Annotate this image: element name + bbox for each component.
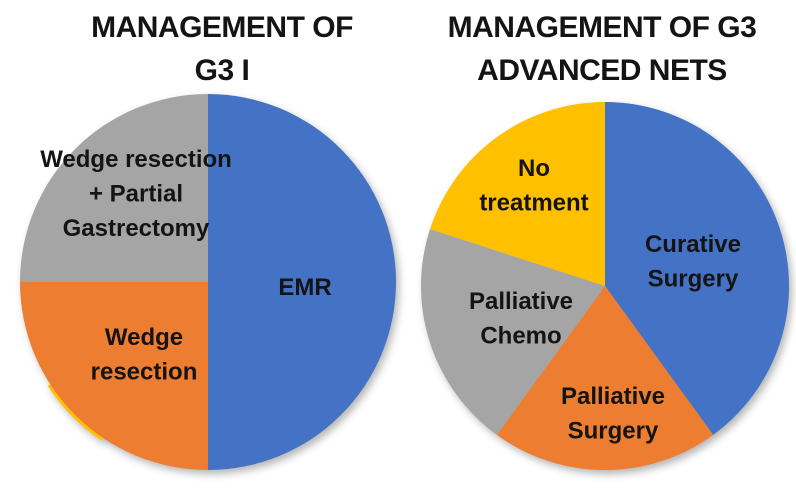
pie-slice-wedge-resection xyxy=(20,282,208,470)
left-chart-title-line-2: G3 I xyxy=(194,54,250,87)
pie-slice-no-treatment xyxy=(430,101,605,287)
right-chart-title: MANAGEMENT OF G3 ADVANCED NETS xyxy=(407,6,796,92)
right-chart-title-line-1: MANAGEMENT OF G3 xyxy=(447,11,757,44)
pie-slice-emr xyxy=(208,94,396,470)
slice-label-emr: EMR xyxy=(278,274,331,301)
pie-management-of-g3-advanced-nets xyxy=(421,101,790,471)
pie-slice-wedge-resection-partial-gastrectomy xyxy=(20,94,208,282)
pie-slice-palliative-surgery xyxy=(496,286,714,471)
pie-slice-palliative-chemo xyxy=(421,229,605,435)
left-chart-title-line-1: MANAGEMENT OF xyxy=(91,11,353,44)
pie-management-of-g3-i xyxy=(20,94,396,470)
left-chart-title: MANAGEMENT OF G3 I xyxy=(27,6,417,92)
pie-slice-curative-surgery xyxy=(605,102,790,435)
right-chart-title-line-2: ADVANCED NETS xyxy=(477,54,727,87)
